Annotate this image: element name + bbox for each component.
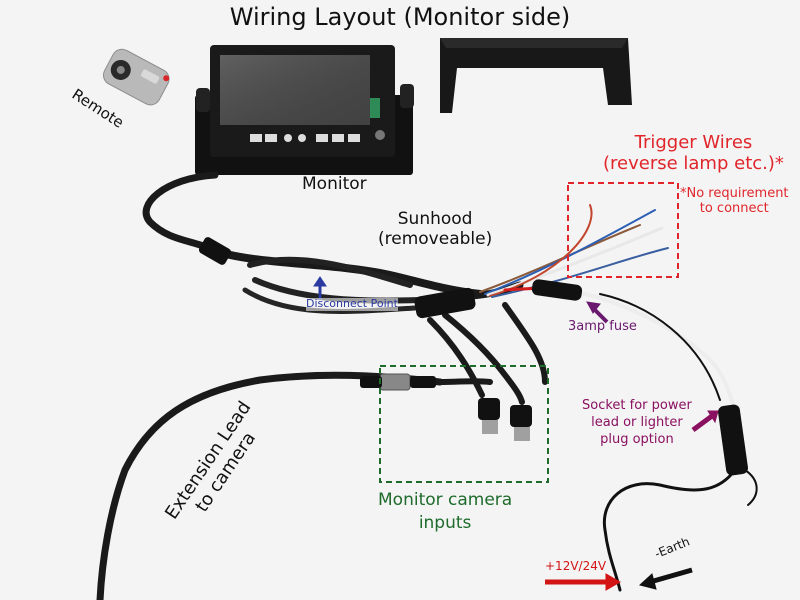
remote-control-icon — [102, 48, 170, 106]
camera-label-line2: inputs — [418, 512, 472, 533]
sunhood-icon — [440, 38, 632, 113]
junction-box — [414, 287, 476, 319]
socket-label-line1: Socket for power — [582, 398, 692, 413]
inline-plug — [198, 237, 232, 265]
fuse-label: 3amp fuse — [568, 319, 637, 334]
camera-label-line1: Monitor camera — [378, 490, 513, 510]
monitor-icon — [195, 45, 414, 175]
camera-input-plug — [478, 398, 500, 434]
camera-inputs-label: Monitor camera inputs — [378, 489, 512, 535]
arrows — [313, 276, 719, 591]
socket-label-line2: lead or lighter — [591, 414, 683, 430]
sunhood-label: Sunhood (removeable) — [378, 209, 493, 249]
trigger-note: *No requirement to connect — [680, 186, 789, 217]
socket-label-line3: plug option — [600, 431, 674, 447]
camera-inputs-box — [379, 365, 549, 483]
monitor-label: Monitor — [302, 174, 367, 194]
trigger-label-line2: (reverse lamp etc.)* — [603, 152, 784, 174]
fuse-holder — [531, 279, 583, 301]
socket-label: Socket for power lead or lighter plug op… — [582, 398, 692, 449]
extension-connector — [379, 373, 411, 391]
cables — [96, 171, 758, 600]
arrow-icon — [586, 301, 609, 324]
trigger-label-line1: Trigger Wires — [634, 132, 753, 153]
arrow-icon — [313, 276, 327, 300]
camera-input-plug — [510, 405, 532, 441]
trigger-wires-box — [567, 182, 679, 278]
arrow-icon — [638, 567, 693, 590]
sunhood-label-line1: Sunhood — [397, 209, 473, 229]
arrow-icon — [691, 410, 719, 433]
connection-point-label: Disconnect Point — [306, 297, 398, 311]
note-line1: *No requirement — [680, 186, 789, 201]
page-title: Wiring Layout (Monitor side) — [229, 3, 571, 31]
connectors — [198, 237, 748, 476]
trigger-wires-label: Trigger Wires (reverse lamp etc.)* — [603, 132, 784, 174]
arrow-icon — [545, 573, 622, 591]
positive-label: +12V/24V — [545, 559, 607, 573]
note-line2: to connect — [699, 200, 769, 216]
sunhood-label-line2: (removeable) — [378, 228, 493, 249]
power-socket — [718, 404, 748, 476]
